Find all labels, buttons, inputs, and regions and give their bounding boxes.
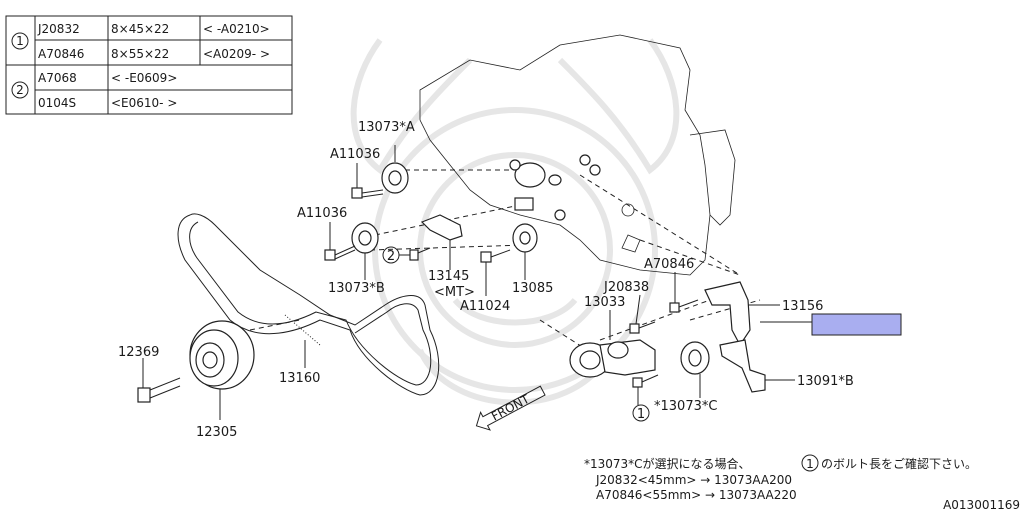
table-row-3-part: A7068 [38, 71, 77, 85]
table-group-2-marker [11, 81, 29, 99]
table-row-3-range: < -E0609> [111, 71, 177, 85]
note-block: *13073*Cが選択になる場合、 1 のボルト長をご確認下さい。 J20832… [584, 454, 977, 502]
table-row-1-range: < -A0210> [203, 22, 270, 36]
bracket-13145 [420, 214, 463, 270]
label-13073c: *13073*C [654, 399, 717, 414]
note-circle-1-marker [801, 454, 819, 472]
note-line-3: A70846<55mm> → 13073AA220 [596, 488, 797, 502]
label-12305: 12305 [196, 425, 237, 440]
label-j20838: J20838 [603, 280, 649, 295]
table-row-2-part: A70846 [38, 47, 84, 61]
label-mt: <MT> [434, 285, 475, 300]
table-row-1-part: J20832 [37, 22, 80, 36]
label-13156: 13156 [782, 299, 823, 314]
label-13085: 13085 [512, 281, 553, 296]
label-a11036-upper: A11036 [330, 147, 380, 162]
bolt-ref-1 [632, 374, 659, 422]
diagram-id: A013001169 [943, 498, 1020, 512]
label-13073a: 13073*A [358, 120, 415, 135]
label-13033: 13033 [584, 295, 625, 310]
idler-pulley-13073a [381, 145, 409, 194]
bolt-j20838 [629, 294, 656, 334]
idler-pulley-13073b [351, 222, 379, 280]
bolt-a70846 [669, 272, 699, 313]
bolt-a11036-upper [351, 187, 384, 199]
note-line-1b: のボルト長をご確認下さい。 [821, 456, 977, 471]
bolt-a11036-lower [324, 245, 356, 261]
bolt-ref-2 [382, 246, 431, 264]
label-a11036-lower: A11036 [297, 206, 347, 221]
table-row-2-range: <A0209- > [203, 47, 270, 61]
table-group-1-marker [11, 32, 29, 50]
label-a11024: A11024 [460, 299, 510, 314]
front-label: FRONT [489, 392, 532, 424]
table-row-4-part: 0104S [38, 96, 76, 110]
idler-pulley-13073c [680, 341, 710, 398]
note-circle-1: 1 [806, 457, 814, 471]
table-row-1-size: 8×45×22 [111, 22, 169, 36]
label-13073b: 13073*B [328, 281, 385, 296]
parts-table: 1 2 J20832 8×45×22 < -A0210> A70846 8×55… [5, 15, 293, 115]
label-12369: 12369 [118, 345, 159, 360]
highlight-marker [811, 313, 902, 336]
crank-pulley-12305 [189, 320, 255, 420]
bracket-13091b [719, 339, 795, 393]
timing-belt-13160 [177, 213, 440, 396]
crank-bolt-12369 [137, 358, 181, 403]
label-a70846: A70846 [644, 257, 694, 272]
label-13091b: 13091*B [797, 374, 854, 389]
bolt-a11024 [480, 249, 511, 296]
label-13145: 13145 [428, 269, 469, 284]
note-line-1: *13073*Cが選択になる場合、 [584, 456, 751, 471]
tensioner-assembly-13033 [569, 310, 656, 378]
note-line-2: J20832<45mm> → 13073AA200 [595, 473, 792, 487]
label-circle-2: 2 [387, 249, 395, 264]
table-row-2-size: 8×55×22 [111, 47, 169, 61]
label-circle-1: 1 [637, 407, 645, 422]
table-row-4-range: <E0610- > [111, 96, 177, 110]
pulley-13085 [512, 223, 538, 280]
engine-block-outline [419, 34, 736, 276]
table-group-2-label: 2 [16, 83, 24, 97]
label-13160: 13160 [279, 371, 320, 386]
tensioner-upper-parts [509, 154, 601, 221]
table-group-1-label: 1 [16, 34, 24, 48]
